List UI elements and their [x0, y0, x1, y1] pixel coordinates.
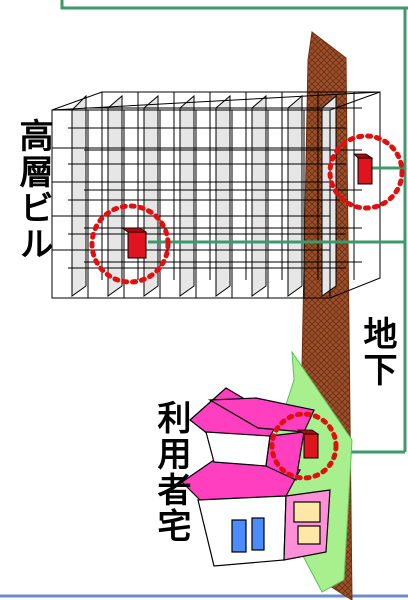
device-building-low: [89, 203, 171, 285]
underground-label: 地下: [357, 316, 397, 388]
device-building-high: [327, 133, 405, 211]
device-marker-circle: [269, 411, 339, 481]
high-rise-building: [51, 91, 381, 299]
cable-top: [60, 0, 408, 10]
residence-label: 利用者宅: [151, 400, 191, 544]
residence-house: [181, 387, 331, 567]
building-label: 高層ビル: [13, 118, 53, 262]
device-marker-circle: [89, 203, 171, 285]
device-marker-circle: [327, 133, 405, 211]
device-residence: [269, 411, 339, 481]
building-floor-panels: [71, 94, 337, 297]
